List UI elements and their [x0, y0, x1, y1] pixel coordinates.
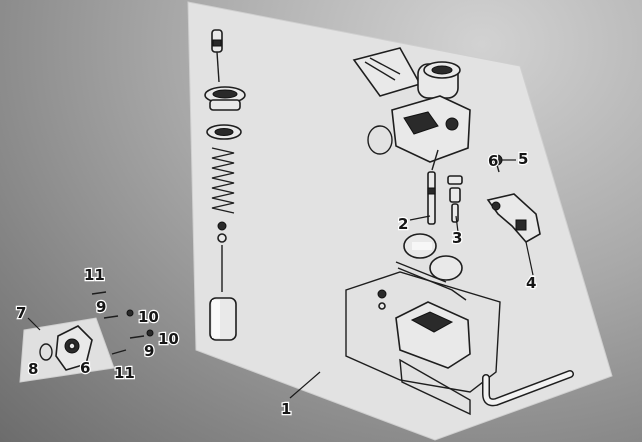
main-panel-plate: [187, 1, 613, 441]
carburetor-body: [352, 47, 471, 171]
auto-choke-assembly: [39, 291, 154, 371]
float-assembly: [395, 233, 467, 301]
callout-7: 7: [16, 304, 26, 322]
jet-components: [427, 154, 503, 225]
callout-leaders: [27, 159, 534, 399]
callout-9-upper: 9: [96, 298, 106, 316]
callout-11-upper: 11: [84, 266, 105, 284]
drain-hose: [482, 370, 574, 407]
callout-1: 1: [281, 400, 291, 418]
callout-8: 8: [28, 360, 38, 378]
callout-3: 3: [452, 229, 462, 247]
callout-6-main: 6: [488, 152, 498, 170]
callout-5: 5: [518, 150, 528, 168]
callout-2: 2: [398, 215, 408, 233]
callout-10-lower: 10: [158, 330, 179, 348]
callout-10-upper: 10: [138, 308, 159, 326]
callout-4: 4: [526, 274, 536, 292]
callout-9-lower: 9: [144, 342, 154, 360]
choke-lever: [486, 193, 541, 244]
callout-11-lower: 11: [114, 364, 135, 382]
throttle-slide-assembly: [204, 29, 246, 341]
callout-6-small: 6: [80, 359, 90, 377]
